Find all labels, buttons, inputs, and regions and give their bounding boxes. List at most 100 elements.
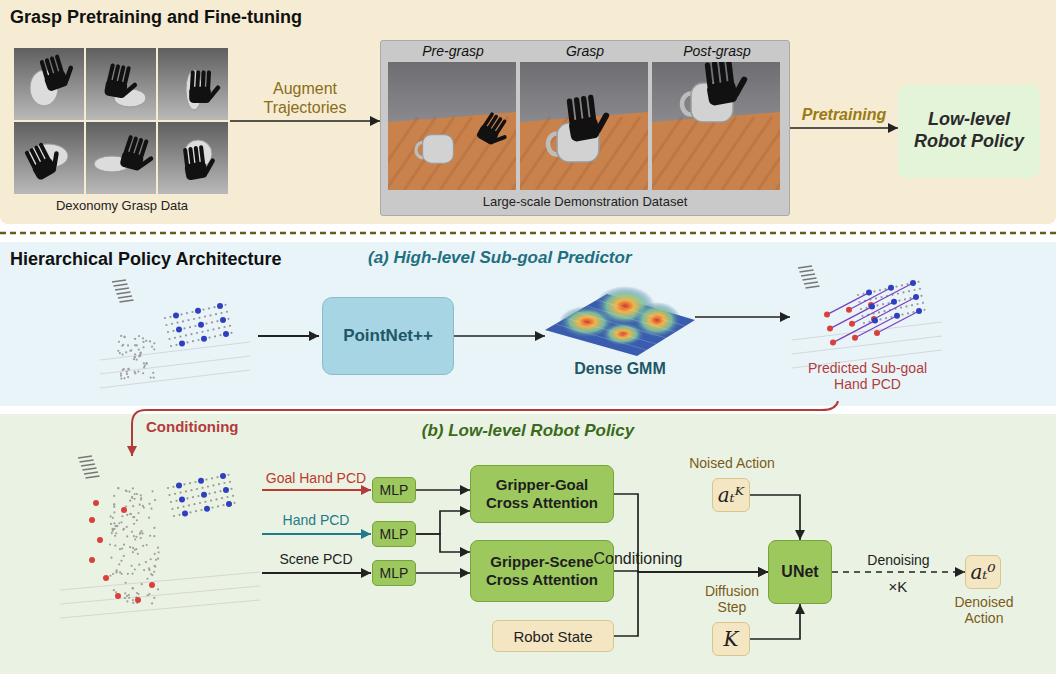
hand-point	[193, 318, 195, 320]
hand-point	[919, 288, 921, 290]
object-point	[113, 528, 115, 530]
gripper-base-points	[80, 460, 94, 462]
object-point	[123, 544, 125, 546]
mlp-box: MLP	[372, 477, 416, 503]
hand-point	[229, 325, 231, 327]
hand-point	[186, 341, 188, 343]
object-point	[133, 358, 135, 360]
hand-point	[913, 289, 915, 291]
object-point	[120, 375, 122, 377]
simulation-frame	[652, 62, 780, 190]
keypoint-goal	[830, 340, 836, 346]
step-box: Diffusion StepK	[712, 622, 750, 656]
object-point	[132, 487, 134, 489]
gripper-base-points	[84, 472, 98, 474]
ground-grid	[792, 350, 942, 368]
hand-point	[214, 491, 216, 493]
gripper-base-points	[112, 280, 126, 282]
object-point	[127, 368, 129, 370]
object-point	[145, 362, 147, 364]
object-point	[141, 583, 143, 585]
keypoint-goal	[89, 557, 95, 563]
hand-point	[193, 503, 195, 505]
free-label: Goal Hand PCD	[266, 470, 366, 486]
object-point	[133, 535, 135, 537]
node-label: MLP	[380, 565, 409, 581]
hand-point	[895, 286, 897, 288]
gripper-base-points	[806, 286, 820, 288]
hand-point	[223, 326, 225, 328]
simulation-frame	[388, 62, 516, 190]
hand-point	[215, 313, 217, 315]
keypoint-current	[176, 327, 182, 333]
object-point	[145, 340, 147, 342]
node-label: aₜ⁰	[971, 560, 996, 584]
object-point	[152, 372, 154, 374]
hand-thumb	[205, 161, 215, 172]
object-point	[140, 530, 142, 532]
frame-sky	[652, 62, 780, 190]
edge-label: Conditioning	[594, 550, 683, 568]
object-point	[113, 504, 115, 506]
hand-finger	[141, 141, 146, 157]
hand-point	[226, 311, 228, 313]
thumbnail-ground	[158, 122, 228, 194]
keypoint-current	[217, 303, 223, 309]
object-point	[137, 370, 139, 372]
hand-finger	[583, 99, 588, 120]
object-point	[138, 348, 140, 350]
gmm-surface	[545, 286, 695, 356]
ground-grid	[60, 600, 260, 618]
hand-point	[880, 296, 882, 298]
object-point	[142, 545, 144, 547]
object-point	[118, 522, 120, 524]
object-point	[135, 344, 137, 346]
hand-point	[189, 482, 191, 484]
hand-finger	[497, 121, 505, 134]
gripper-base-points	[800, 270, 814, 272]
object-point	[140, 494, 142, 496]
object-point	[140, 537, 142, 539]
hand-point	[876, 304, 878, 306]
object-point	[131, 573, 133, 575]
object-point	[137, 553, 139, 555]
hand-point	[191, 311, 193, 313]
hand-point	[196, 488, 198, 490]
gripper-base-points	[117, 292, 131, 294]
hand-point	[167, 331, 169, 333]
connector-arrow	[416, 511, 470, 534]
wood-grain	[626, 117, 648, 190]
object-point	[126, 595, 128, 597]
object-point	[146, 578, 148, 580]
robot-hand	[565, 95, 610, 142]
hand-point	[186, 312, 188, 314]
object-point	[118, 563, 120, 565]
object-point	[134, 568, 136, 570]
grasp-thumbnail	[158, 122, 228, 194]
hand-point	[171, 508, 173, 510]
object-point	[151, 490, 153, 492]
hand-point	[172, 486, 174, 488]
hand-point	[227, 318, 229, 320]
object-point	[120, 560, 122, 562]
hand-point	[170, 345, 172, 347]
keypoint-goal	[89, 517, 95, 523]
hand-point	[175, 344, 177, 346]
object-point	[154, 553, 156, 555]
object-point	[120, 373, 122, 375]
keypoint-current	[220, 317, 226, 323]
node-label: Low-level Robot Policy	[906, 109, 1032, 152]
object-point	[126, 514, 128, 516]
object-point	[112, 517, 114, 519]
hand-point	[183, 483, 185, 485]
object-point	[129, 500, 131, 502]
object-point	[129, 350, 131, 352]
object-point	[132, 551, 134, 553]
node-heading: Post-grasp	[653, 43, 781, 59]
node-label: Gripper-Goal Cross Attention	[477, 476, 607, 512]
hand-finger	[195, 72, 200, 88]
keypoint-goal	[846, 307, 852, 313]
wood-grain	[776, 117, 780, 190]
keypoint-current	[195, 308, 201, 314]
hand-point	[172, 330, 174, 332]
